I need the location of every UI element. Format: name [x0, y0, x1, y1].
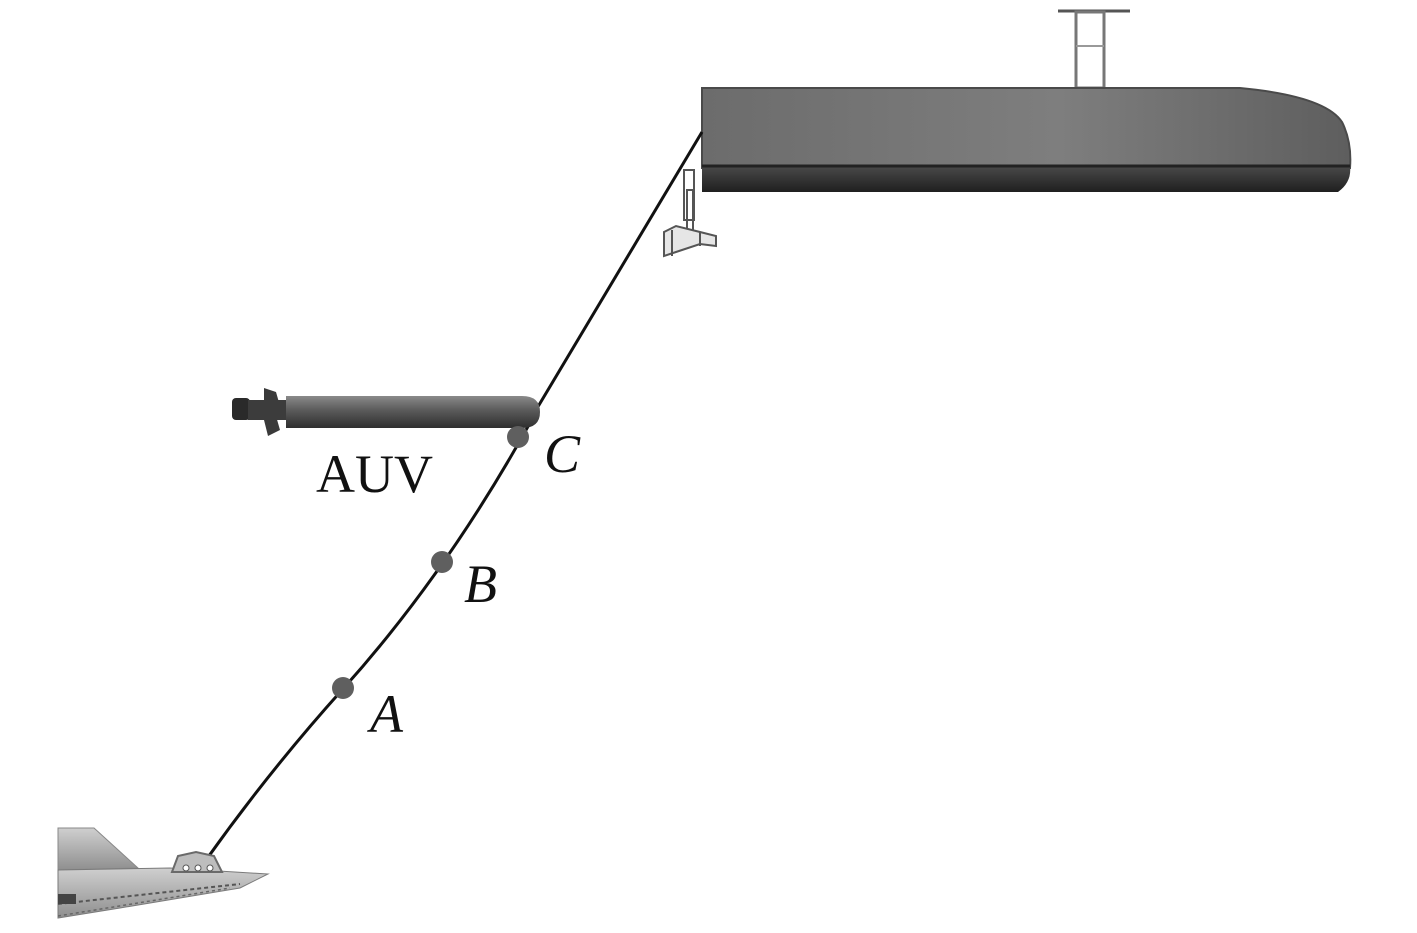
mother-ship — [663, 9, 1352, 258]
marker-point-c — [507, 426, 529, 448]
ship-keel — [702, 166, 1351, 192]
marker-point-b — [431, 551, 453, 573]
ship-mast-icon — [1058, 9, 1130, 90]
point-a-label: A — [367, 684, 404, 744]
auv-body — [286, 396, 540, 428]
tow-cable-upper — [534, 131, 704, 411]
point-c-label: C — [544, 424, 581, 484]
depressor-body — [57, 827, 270, 919]
marker-point-a — [332, 677, 354, 699]
winch-davit-icon — [663, 169, 717, 258]
point-b-label: B — [464, 554, 497, 614]
auv-label: AUV — [316, 444, 433, 504]
tow-cable-lower — [204, 411, 538, 861]
auv-vehicle — [232, 388, 540, 436]
ship-hull — [701, 87, 1352, 169]
